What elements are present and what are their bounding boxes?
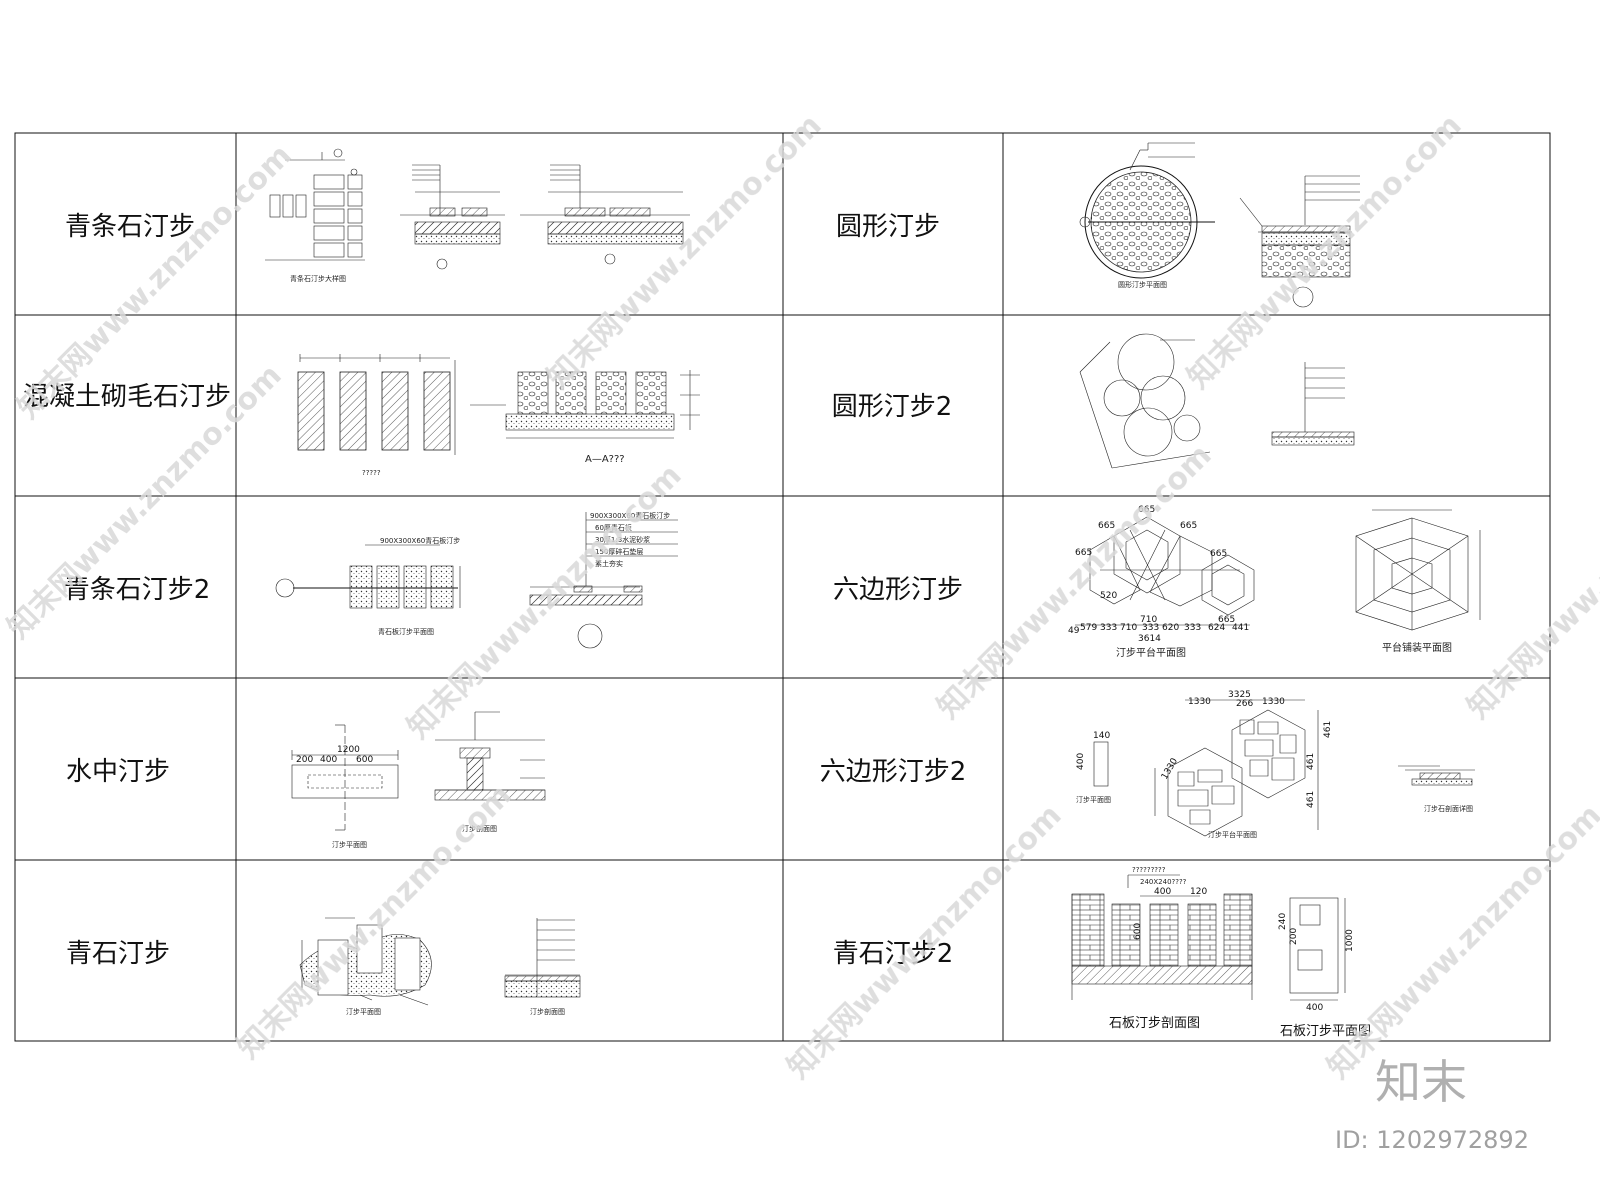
hex2-dim-140: 140 xyxy=(1093,731,1110,741)
row5-section-caption: 汀步剖面图 xyxy=(530,1007,565,1016)
row3-hex-paving-caption: 平台铺装平面图 xyxy=(1382,641,1452,654)
watermark-layer: 知末网www.znzmo.com 知末网www.znzmo.com 知末网www… xyxy=(1,108,1600,1086)
svg-text:知末网www.znzmo.com: 知末网www.znzmo.com xyxy=(541,108,829,396)
row1-left-caption: 青条石汀步大样图 xyxy=(290,274,346,283)
hex-dim-665d: 665 xyxy=(1210,549,1227,559)
svg-text:620: 620 xyxy=(1162,623,1179,633)
hex2-dim-1330c: 1330 xyxy=(1160,756,1180,781)
row-titles: 青条石汀步 圆形汀步 混凝土砌毛石汀步 圆形汀步2 青条石汀步2 六边形汀步 水… xyxy=(23,212,966,969)
hex-total: 3614 xyxy=(1138,634,1161,644)
svg-text:710: 710 xyxy=(1120,623,1137,633)
svg-text:441: 441 xyxy=(1232,623,1249,633)
row3-note2: 30厚1:3水泥砂浆 xyxy=(595,535,650,544)
r4-dim-400: 400 xyxy=(320,755,337,765)
row3-spec2: 900X300X60青石板汀步 xyxy=(590,511,670,520)
r5-dim-120: 120 xyxy=(1190,887,1207,897)
r5-dim-200: 200 xyxy=(1289,928,1299,945)
row5-plan-caption: 汀步平面图 xyxy=(346,1008,381,1016)
row5-right-plan-caption: 石板汀步平面图 xyxy=(1280,1024,1371,1039)
hex-dim-665f: 665 xyxy=(1218,615,1235,625)
hex2-dim-461a: 461 xyxy=(1323,721,1333,738)
hex2-dim-1330b: 1330 xyxy=(1262,697,1285,707)
row2-plan-caption: ????? xyxy=(362,469,381,477)
row2-right-drawing xyxy=(1079,333,1355,469)
row4-left-drawing: 1200 200 400 600 汀步平面图 汀步剖面图 xyxy=(291,711,546,849)
r5-dim-600: 600 xyxy=(1133,923,1143,940)
hex2-dim-400: 400 xyxy=(1076,753,1086,770)
row3-left-caption: 青石板汀步平面图 xyxy=(378,627,434,636)
svg-text:333: 333 xyxy=(1142,623,1159,633)
r5-dim-240: 240 xyxy=(1278,913,1288,930)
row5-left-drawing: 汀步平面图 汀步剖面图 xyxy=(299,917,581,1016)
r4-dim-1200: 1200 xyxy=(337,745,360,755)
svg-text:624: 624 xyxy=(1208,623,1225,633)
row3-right-title: 六边形汀步 xyxy=(833,575,963,605)
row1-right-caption: 圆形汀步平面图 xyxy=(1118,281,1167,289)
row3-hex-plan-caption: 汀步平台平面图 xyxy=(1116,646,1186,659)
row4-hex-platform-caption: 汀步平台平面图 xyxy=(1208,830,1257,839)
row3-note1: 60厚青石板 xyxy=(595,523,632,532)
r5-dim-400b: 400 xyxy=(1306,1003,1323,1013)
row2-left-drawing: ????? A—A??? xyxy=(297,354,700,477)
svg-text:知末网www.znzmo.com: 知末网www.znzmo.com xyxy=(1461,438,1600,726)
svg-text:知末网www.znzmo.com: 知末网www.znzmo.com xyxy=(231,778,519,1066)
brand-logo: 知末 xyxy=(1375,1055,1467,1109)
row3-note4: 素土夯实 xyxy=(595,559,623,568)
image-id: ID: 1202972892 xyxy=(1335,1126,1529,1154)
row1-right-drawing: 圆形汀步平面图 xyxy=(1079,142,1360,308)
hex-dim-665c: 665 xyxy=(1180,521,1197,531)
hex-dim-665a: 665 xyxy=(1138,505,1155,515)
svg-text:333: 333 xyxy=(1100,623,1117,633)
row1-right-title: 圆形汀步 xyxy=(836,212,940,242)
row1-left-drawing: 青条石汀步大样图 xyxy=(265,148,690,283)
row2-right-title: 圆形汀步2 xyxy=(832,392,953,422)
row3-note3: 150厚碎石垫层 xyxy=(595,547,643,556)
row5-right-drawing: ????????? 240X240???? 400 120 600 石板汀步剖面… xyxy=(1071,866,1371,1039)
svg-text:知末网www.znzmo.com: 知末网www.znzmo.com xyxy=(1321,798,1600,1086)
row3-right-drawing: 665 665 665 665 665 520 710 665 49 579 3… xyxy=(1068,505,1481,659)
hex-dim-665b: 665 xyxy=(1098,521,1115,531)
row1-left-title: 青条石汀步 xyxy=(65,212,195,242)
hex-row-dims: 49 579 333 710 333 620 333 624 441 xyxy=(1068,623,1249,636)
r5-dim-400: 400 xyxy=(1154,887,1171,897)
table-grid xyxy=(14,132,1551,1042)
svg-text:579: 579 xyxy=(1080,623,1097,633)
hex2-dim-266: 266 xyxy=(1236,699,1253,709)
row4-right-title: 六边形汀步2 xyxy=(820,757,967,787)
row4-hex-section-caption: 汀步石剖面详图 xyxy=(1424,804,1473,813)
row2-left-title: 混凝土砌毛石汀步 xyxy=(23,382,231,412)
row5-right-note: ????????? xyxy=(1132,866,1166,874)
hex2-dim-1330a: 1330 xyxy=(1188,697,1211,707)
hex2-dim-461c: 461 xyxy=(1306,791,1316,808)
row3-left-title: 青条石汀步2 xyxy=(64,575,211,605)
hex-dim-520: 520 xyxy=(1100,591,1117,601)
row4-left-title: 水中汀步 xyxy=(66,757,170,787)
row3-left-drawing: 900X300X60青石板汀步 青石板汀步平面图 900X300X60青石板汀步… xyxy=(275,511,678,649)
svg-text:知末网www.znzmo.com: 知末网www.znzmo.com xyxy=(1181,108,1469,396)
svg-text:知末网www.znzmo.com: 知末网www.znzmo.com xyxy=(781,798,1069,1086)
svg-text:333: 333 xyxy=(1184,623,1201,633)
svg-text:知末网www.znzmo.com: 知末网www.znzmo.com xyxy=(931,438,1219,726)
row2-section-caption: A—A??? xyxy=(585,454,625,465)
row5-right-size: 240X240???? xyxy=(1140,878,1187,886)
r5-dim-1000: 1000 xyxy=(1345,929,1355,952)
svg-text:49: 49 xyxy=(1068,626,1080,636)
hex2-dim-461b: 461 xyxy=(1306,753,1316,770)
row4-right-drawing: 140 400 汀步平面图 1330 3325 266 1330 461 461… xyxy=(1076,690,1475,839)
r4-dim-600: 600 xyxy=(356,755,373,765)
row3-spec: 900X300X60青石板汀步 xyxy=(380,536,460,545)
hex-dim-665e: 665 xyxy=(1075,548,1092,558)
hex2-dim-3325: 3325 xyxy=(1228,690,1251,700)
row4-hex-plan-caption: 汀步平面图 xyxy=(1076,796,1111,804)
hex-dim-710: 710 xyxy=(1140,615,1157,625)
row4-section-caption: 汀步剖面图 xyxy=(462,824,497,833)
row5-right-title: 青石汀步2 xyxy=(833,939,954,969)
row5-left-title: 青石汀步 xyxy=(66,939,170,969)
r4-dim-200: 200 xyxy=(296,755,313,765)
row5-right-section-caption: 石板汀步剖面图 xyxy=(1109,1016,1200,1031)
row4-plan-caption: 汀步平面图 xyxy=(332,841,367,849)
